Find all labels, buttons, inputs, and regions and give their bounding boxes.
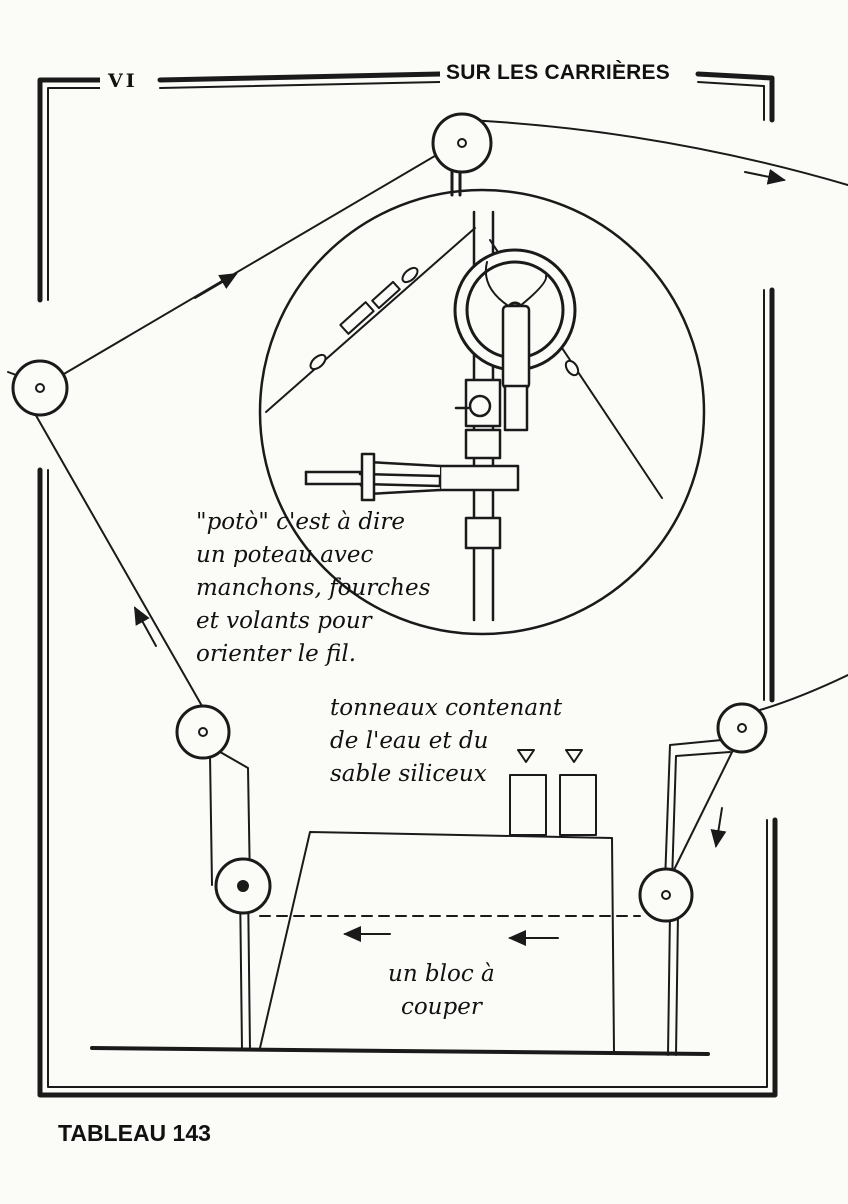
block-annotation: un bloc à couper xyxy=(388,961,495,1020)
pulley-mid-right xyxy=(716,702,768,754)
chapter-number: VI xyxy=(100,70,146,92)
plate-label: TABLEAU 143 xyxy=(58,1120,211,1146)
arrow-upper-right xyxy=(744,168,786,185)
stone-block xyxy=(90,831,710,1056)
cutting-wire xyxy=(7,119,848,1056)
poto-annotation: "potò" c'est à dire un poteau avec manch… xyxy=(196,509,431,667)
pulley-left xyxy=(11,359,69,417)
pulley-top xyxy=(431,112,493,197)
pulley-mid-left xyxy=(175,704,231,760)
arrow-right-down xyxy=(710,807,727,848)
section-title: SUR LES CARRIÈRES xyxy=(440,61,676,85)
page-frame xyxy=(37,71,778,1098)
arrow-left-up xyxy=(134,606,157,647)
poto-detail-inset xyxy=(258,188,706,636)
barrels-annotation: tonneaux contenant de l'eau et du sable … xyxy=(330,695,563,787)
water-sand-barrels xyxy=(509,749,597,836)
wire-direction-arrows xyxy=(134,168,786,946)
arrow-upper-left xyxy=(194,272,238,299)
pulley-low-right xyxy=(638,867,694,923)
pulley-low-left xyxy=(214,857,272,915)
